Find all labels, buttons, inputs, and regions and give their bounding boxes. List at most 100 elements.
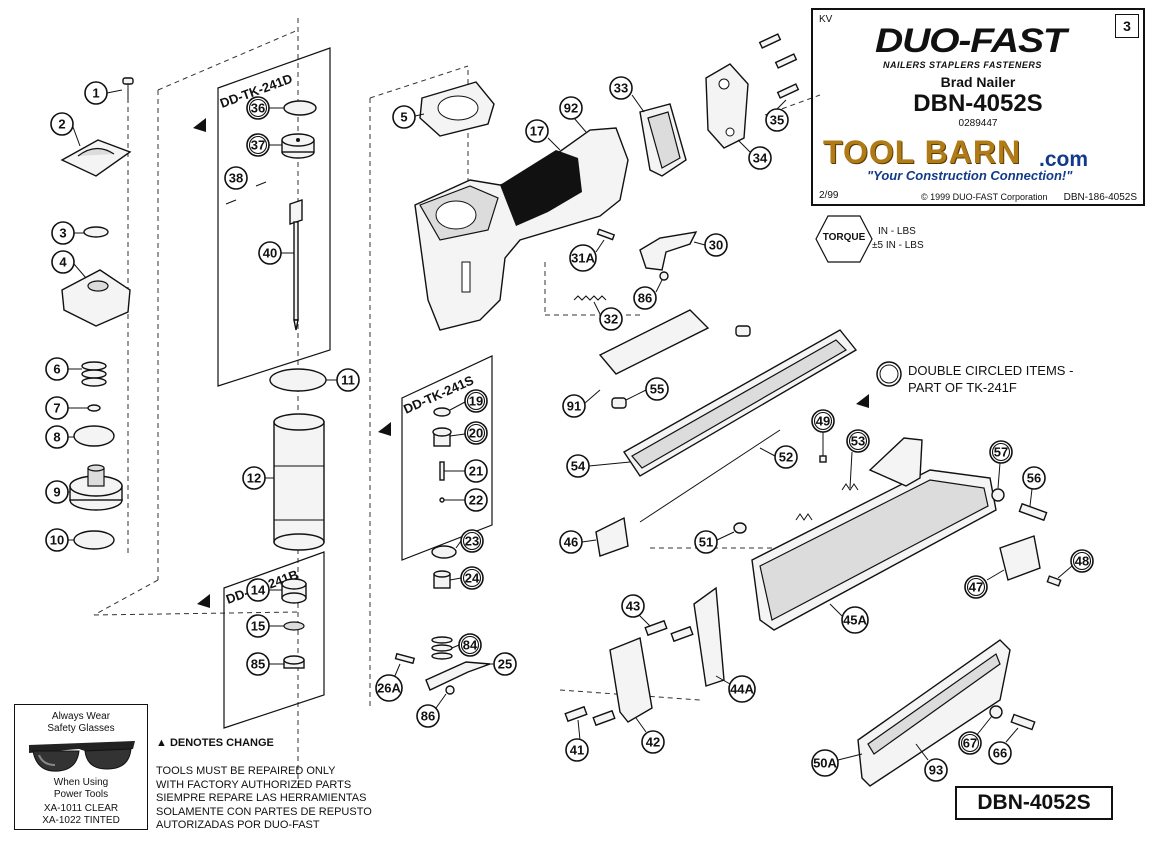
part-guide-46 (595, 516, 629, 557)
part-washer-19 (433, 407, 451, 417)
part-washer-67 (989, 705, 1003, 719)
part-cap (60, 139, 132, 177)
change-triangle-icon: ▲ (156, 737, 167, 749)
safety-tinted-part: XA-1022 TINTED (42, 815, 120, 826)
part-screw (122, 77, 134, 102)
callout-32: 32 (593, 301, 623, 331)
part-springs-53 (795, 483, 859, 521)
svg-text:19: 19 (469, 394, 483, 409)
part-valve-37 (281, 133, 315, 159)
part-cylinder-12 (273, 413, 325, 551)
callout-21: 21 (444, 459, 488, 483)
svg-text:14: 14 (251, 583, 266, 598)
part-stem-21 (439, 461, 445, 481)
svg-text:40: 40 (263, 246, 277, 261)
callout-49: 49 (811, 409, 835, 456)
part-ring-86b (445, 685, 455, 695)
svg-text:51: 51 (699, 535, 713, 550)
part-ring-22 (439, 497, 445, 503)
callout-46: 46 (559, 530, 597, 554)
part-spring-84 (431, 636, 453, 660)
callout-43: 43 (621, 594, 651, 627)
change-marker-icon (378, 422, 391, 436)
callout-52: 52 (759, 445, 798, 469)
kit-box-241s (401, 355, 493, 561)
part-nose-44a (693, 586, 725, 687)
torque-hex-icon (815, 215, 873, 263)
svg-text:8: 8 (53, 430, 60, 445)
callout-40: 40 (258, 241, 294, 265)
svg-text:4: 4 (59, 255, 67, 270)
part-magazine-45a (751, 437, 997, 631)
repair-es-line: SOLAMENTE CON PARTES DE REPUSTO (156, 805, 372, 818)
part-door-50a (857, 639, 1011, 787)
svg-text:22: 22 (469, 493, 483, 508)
callout-56: 56 (1022, 466, 1046, 507)
callout-66: 66 (988, 727, 1019, 765)
part-oring-36 (283, 100, 317, 116)
svg-text:30: 30 (709, 238, 723, 253)
part-screw-66 (1010, 713, 1036, 731)
part-washer (87, 404, 101, 412)
callout-1: 1 (84, 81, 123, 105)
part-head-cap-34 (705, 63, 749, 149)
callout-35: 35 (765, 99, 789, 132)
svg-text:48: 48 (1075, 554, 1089, 569)
svg-text:86: 86 (638, 291, 652, 306)
callout-38: 38 (224, 166, 248, 190)
part-number: 0289447 (958, 118, 998, 129)
part-washer-15 (283, 621, 305, 631)
callout-67: 67 (958, 715, 993, 755)
svg-text:15: 15 (251, 619, 265, 634)
part-pusher-52 (639, 429, 781, 523)
torque-label: TORQUE (822, 232, 866, 243)
document-number: DBN-186-4052S (1063, 192, 1137, 203)
part-cover-47 (999, 535, 1041, 581)
part-screw-56 (1018, 502, 1048, 522)
part-bumper (83, 226, 109, 238)
svg-text:41: 41 (570, 743, 584, 758)
callout-50a: 50A (811, 749, 863, 777)
svg-text:32: 32 (604, 312, 618, 327)
callout-8: 8 (45, 425, 74, 449)
svg-text:3: 3 (59, 226, 66, 241)
safety-line: When Using (53, 777, 109, 788)
part-gasket-5 (419, 81, 495, 137)
callout-6: 6 (45, 357, 82, 381)
part-stop-85 (283, 655, 305, 669)
callout-42: 42 (635, 717, 665, 754)
svg-text:93: 93 (929, 763, 943, 778)
brand-tagline: NAILERS STAPLERS FASTENERS (883, 60, 1042, 70)
svg-text:33: 33 (614, 81, 628, 96)
svg-text:24: 24 (465, 571, 480, 586)
brand-logo: DUO-FAST (875, 22, 1067, 60)
part-screws-43 (644, 619, 694, 643)
callout-2: 2 (50, 112, 81, 147)
svg-text:5: 5 (400, 110, 407, 125)
product-type: Brad Nailer (940, 74, 1016, 90)
callout-45a: 45A (829, 603, 869, 634)
change-marker-icon (197, 594, 210, 608)
kit-box-241b (223, 551, 325, 729)
svg-text:12: 12 (247, 471, 261, 486)
model-number: DBN-4052S (913, 90, 1043, 117)
callout-93: 93 (915, 743, 948, 782)
part-oring-11 (269, 368, 327, 392)
part-oring-lower (73, 530, 115, 550)
part-valve-24 (433, 570, 451, 589)
svg-text:23: 23 (465, 534, 479, 549)
part-housing-17 (414, 127, 629, 331)
repair-es-line: AUTORIZADAS POR DUO-FAST (156, 819, 320, 831)
svg-text:55: 55 (650, 382, 664, 397)
svg-text:21: 21 (469, 464, 483, 479)
svg-text:25: 25 (498, 657, 512, 672)
part-screws-41 (564, 705, 616, 727)
dealer-slogan: "Your Construction Connection!" (867, 168, 1073, 183)
part-cylinder-cap (61, 269, 131, 327)
safety-clear-part: XA-1011 CLEAR (43, 803, 119, 814)
svg-text:7: 7 (53, 401, 60, 416)
part-pin-26a (394, 652, 416, 665)
svg-text:57: 57 (994, 445, 1008, 460)
callout-12: 12 (242, 466, 274, 490)
